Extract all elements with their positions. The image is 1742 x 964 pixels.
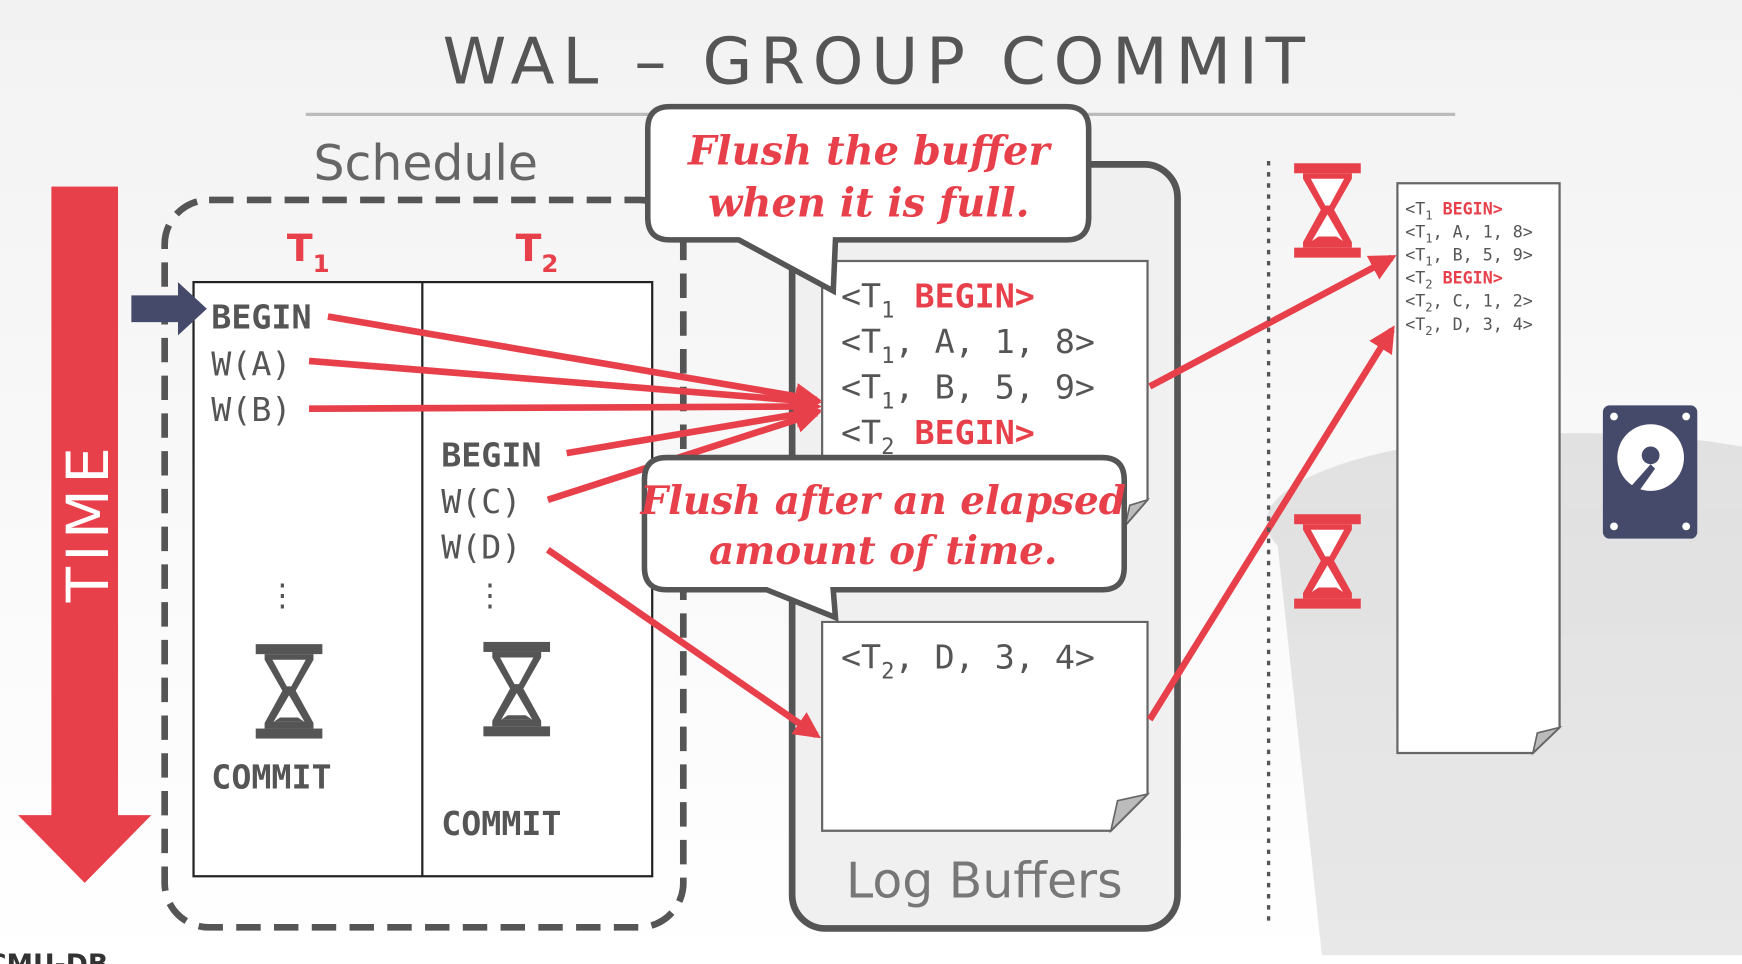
- schedule-label: Schedule: [313, 135, 538, 192]
- callout-time-line2: amount of time.: [709, 529, 1057, 574]
- t1-ellipsis: ⋮: [267, 577, 298, 613]
- t2-op-wd: W(D): [441, 528, 521, 567]
- t1-header: T1: [287, 226, 330, 278]
- callout-full-line1: Flush the buffer: [687, 127, 1052, 174]
- log-record: <T2, D, 3, 4>: [841, 638, 1095, 685]
- callout-full: [644, 103, 1092, 296]
- flow-arrows: [308, 254, 1397, 739]
- page-title: WAL – GROUP COMMIT: [443, 24, 1313, 99]
- t2-ellipsis: ⋮: [475, 577, 506, 613]
- log-record: <T1 BEGIN>: [1405, 199, 1503, 222]
- disk-icon: [1602, 405, 1698, 539]
- time-arrow-icon: [18, 186, 152, 883]
- t1-op-wa: W(A): [211, 344, 291, 383]
- arrow-right-icon: [131, 282, 207, 336]
- hourglass-icon: [1294, 163, 1361, 258]
- log-record: <T1, A, 1, 8>: [1405, 222, 1533, 245]
- footer-logo: CMU-DB: [0, 949, 108, 964]
- t2-op-wc: W(C): [441, 482, 521, 521]
- log-record: <T2, C, 1, 2>: [1405, 292, 1533, 315]
- t2-commit: COMMIT: [441, 804, 561, 843]
- callout-time-line1: Flush after an elapsed: [640, 479, 1126, 524]
- t1-commit: COMMIT: [211, 758, 331, 797]
- log-record: <T2, D, 3, 4>: [1405, 315, 1533, 338]
- callout-time: [641, 454, 1127, 622]
- log-record: <T1, B, 5, 9>: [1405, 246, 1533, 269]
- t1-op-begin: BEGIN: [211, 298, 311, 337]
- t1-op-wb: W(B): [211, 390, 291, 429]
- log-record: <T1, A, 1, 8>: [841, 322, 1095, 369]
- callout-full-line2: when it is full.: [708, 180, 1030, 227]
- log-record: <T1, B, 5, 9>: [841, 368, 1095, 415]
- log-record: <T2 BEGIN>: [1405, 269, 1503, 292]
- t2-op-begin: BEGIN: [441, 435, 541, 474]
- log-buffers-label: Log Buffers: [846, 852, 1123, 909]
- time-label: TIME: [54, 442, 122, 604]
- t2-header: T2: [516, 226, 559, 278]
- log-record: <T1 BEGIN>: [841, 277, 1035, 324]
- log-record: <T2 BEGIN>: [841, 413, 1035, 460]
